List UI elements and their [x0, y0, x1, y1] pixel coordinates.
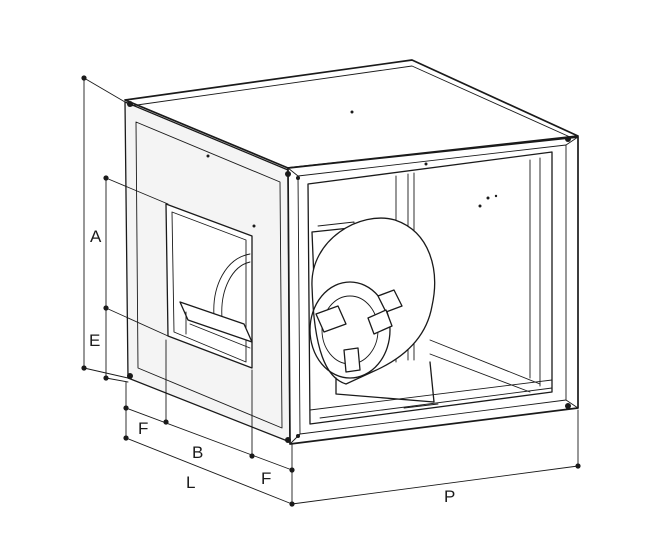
bracket-4: [367, 309, 393, 335]
dimension-label-f-right: F: [261, 469, 271, 488]
interior-right-edge: [529, 157, 541, 387]
side-outlet-lip: [179, 301, 253, 343]
bracket-2: [377, 289, 403, 313]
front-frame-edge: [287, 136, 579, 445]
side-outlet-inner: [171, 211, 247, 363]
fan-inlet-ring: [309, 281, 391, 379]
dimension-lines: [81, 75, 581, 507]
fan-base-foot: [403, 403, 439, 409]
side-wheel-arc: [213, 253, 251, 319]
cabinet-top-face: [124, 59, 579, 169]
bracket-1: [315, 305, 347, 333]
cabinet-left-panel: [135, 121, 283, 429]
dimension-label-e: E: [89, 331, 100, 350]
cabinet-top-rim: [129, 65, 571, 138]
dimension-label-a: A: [90, 227, 102, 246]
bracket-3: [343, 347, 361, 373]
dimension-label-p: P: [444, 487, 455, 506]
front-opening: [307, 151, 553, 425]
dimension-label-f-left: F: [138, 419, 148, 438]
dimension-label-l: L: [186, 473, 195, 492]
fan-base: [335, 361, 435, 403]
interior-floor: [429, 339, 541, 393]
dimension-label-b: B: [192, 443, 203, 462]
corner-bolts: [127, 101, 571, 443]
interior-bottom-rail: [309, 379, 553, 419]
side-outlet-lip-edge: [185, 311, 251, 349]
